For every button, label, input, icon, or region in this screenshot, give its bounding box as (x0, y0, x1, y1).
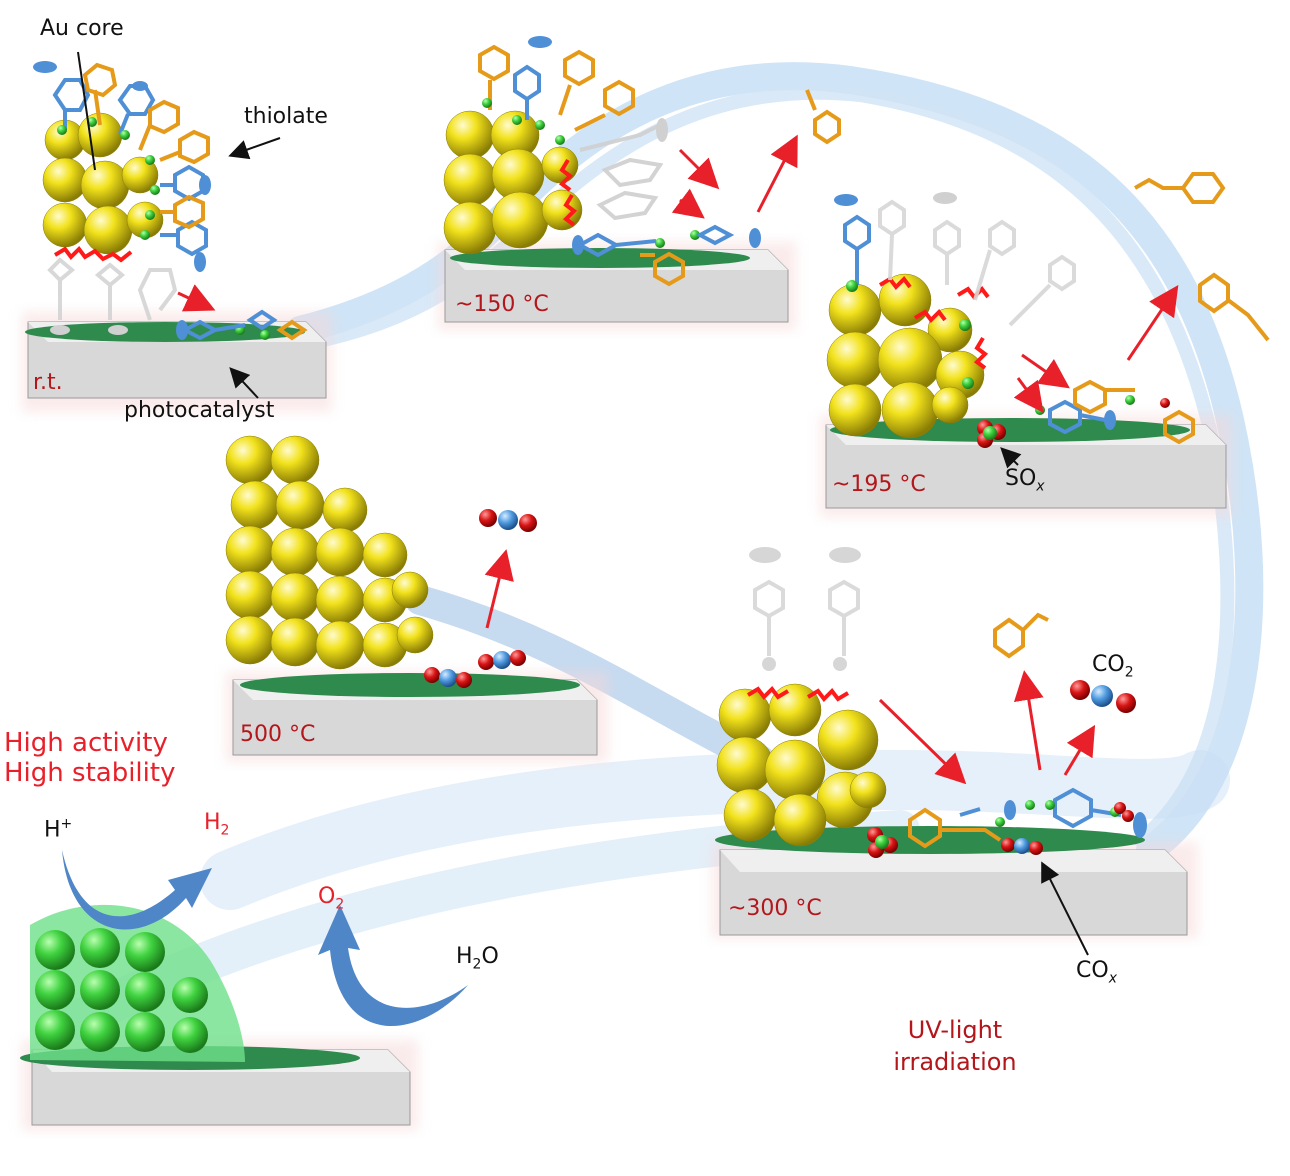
h2o-label: H2O (456, 944, 499, 973)
high-activity-label: High activity (4, 728, 168, 758)
uv-line-1: UV-light (907, 1016, 1003, 1044)
temp-195-label: ~195 °C (832, 472, 926, 497)
sox-label: SOx (1005, 466, 1045, 495)
sparks (53, 245, 133, 263)
thiolate-ligands (52, 62, 210, 257)
sox-molecule-300 (867, 802, 1134, 858)
co2-molecule-surface (424, 650, 526, 688)
high-stability-label: High stability (4, 758, 176, 788)
co2-molecule-300 (1070, 680, 1136, 713)
h2-label: H2 (204, 810, 230, 839)
h-plus-label: H+ (44, 816, 73, 843)
o2-label: O2 (318, 884, 345, 913)
panel-rt (22, 51, 332, 412)
panel-195 (820, 172, 1270, 517)
temp-rt-label: r.t. (33, 370, 63, 395)
co2-label: CO2 (1092, 652, 1134, 681)
temp-500-label: 500 °C (240, 722, 316, 747)
cox-molecule (1001, 838, 1043, 855)
sox-molecule (977, 420, 1006, 448)
panel-500 (225, 435, 608, 762)
panel-300 (712, 547, 1198, 956)
hplus-to-h2-arrow (62, 850, 212, 930)
panel-active-catalyst (20, 850, 468, 1130)
thiolate-label: thiolate (244, 104, 328, 129)
h2o-to-o2-arrow (318, 905, 468, 1027)
panel-150 (438, 36, 841, 330)
uv-line-2: irradiation (893, 1048, 1017, 1076)
temp-150-label: ~150 °C (455, 292, 549, 317)
uv-irradiation-label: UV-light irradiation (880, 1014, 1030, 1078)
cox-label: COx (1076, 958, 1117, 987)
co2-molecule-released (479, 509, 537, 532)
photocatalyst-label: photocatalyst (124, 398, 275, 423)
au-core-label: Au core (40, 16, 124, 41)
temp-300-label: ~300 °C (728, 896, 822, 921)
